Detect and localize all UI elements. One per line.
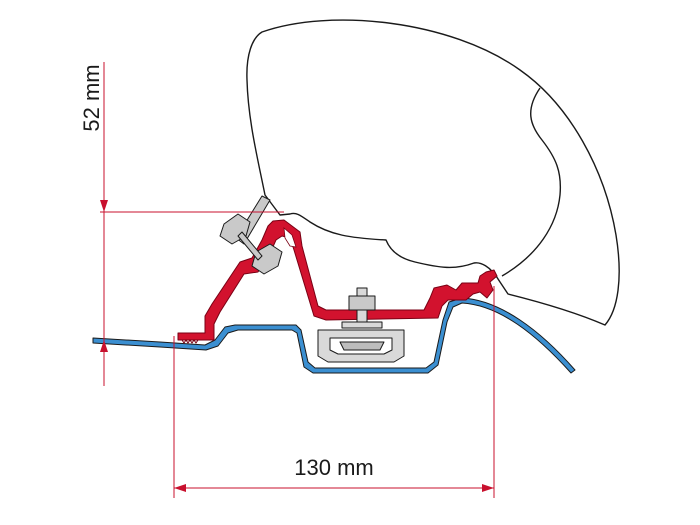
awning-end-cap [501, 87, 562, 277]
width-dimension-label: 130 mm [294, 455, 373, 480]
awning-case-outline [246, 19, 620, 326]
clamp-insert [339, 341, 385, 351]
bolt-head-bottom [251, 243, 283, 275]
nut-top [348, 295, 376, 311]
height-arrow-bottom [100, 340, 108, 352]
bolt-shank [237, 231, 263, 261]
height-dimension-label: 52 mm [79, 64, 104, 131]
dimension-lines [100, 62, 495, 498]
bracket-teeth [181, 339, 199, 344]
washer [341, 321, 383, 329]
upper-bolt-assembly [219, 195, 283, 275]
bracket-inner-slot [283, 227, 297, 248]
adapter-bracket [177, 219, 498, 344]
dimension-arrows [100, 200, 494, 492]
vehicle-roof-profile [92, 297, 576, 374]
width-arrow-left [174, 484, 186, 492]
width-arrow-right [482, 484, 494, 492]
bracket-body [177, 219, 498, 341]
center-nut-assembly [317, 287, 405, 363]
height-arrow-top [100, 200, 108, 212]
awning-housing [246, 19, 620, 326]
